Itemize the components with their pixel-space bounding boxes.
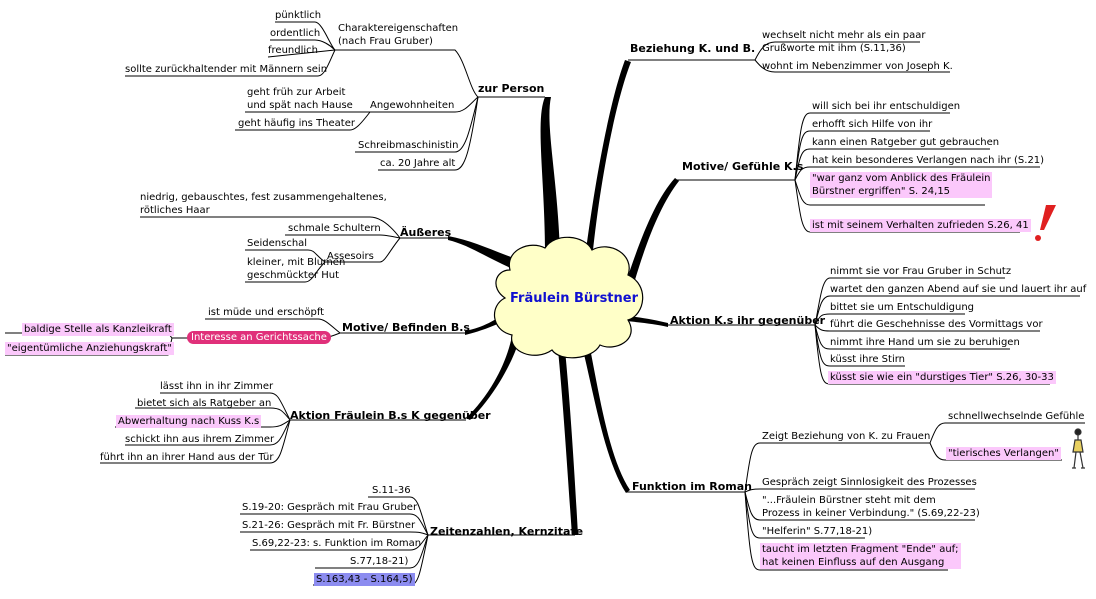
- list-item: "...Fräulein Bürstner steht mit dem Proz…: [762, 495, 980, 519]
- list-item: pünktlich: [275, 10, 322, 21]
- charakter-label: Charaktereigenschaften (nach Frau Gruber…: [338, 23, 459, 47]
- list-item: freundlich: [268, 45, 318, 56]
- list-item: hat kein besonderes Verlangen nach ihr (…: [812, 155, 1045, 166]
- list-item: nimmt sie vor Frau Gruber in Schutz: [830, 266, 1012, 277]
- list-item: lässt ihn in ihr Zimmer: [160, 381, 274, 392]
- list-item: wechselt nicht mehr als ein paar Grußwor…: [762, 30, 926, 54]
- list-item: sollte zurückhaltender mit Männern sein: [125, 64, 328, 75]
- list-item: S.69,22-23: s. Funktion im Roman: [252, 538, 422, 549]
- branch-motive-k: [625, 178, 679, 290]
- list-item: Schreibmaschinistin: [358, 140, 459, 151]
- list-item: will sich bei ihr entschuldigen: [812, 101, 961, 112]
- list-item: schnellwechselnde Gefühle: [948, 411, 1085, 422]
- list-item: niedrig, gebauschtes, fest zusammengehal…: [140, 192, 387, 216]
- assesoirs-label: Assesoirs: [327, 251, 374, 262]
- branch-beziehung: [585, 60, 631, 260]
- list-item: S.19-20: Gespräch mit Frau Gruber: [242, 502, 418, 513]
- list-item: S.77,18-21): [350, 556, 409, 567]
- list-item: Gespräch zeigt Sinnlosigkeit des Prozess…: [762, 477, 977, 488]
- list-item: geht früh zur Arbeit und spät nach Hause: [247, 87, 353, 111]
- list-item: ca. 20 Jahre alt: [380, 158, 456, 169]
- branch-label-zur-person: zur Person: [478, 82, 545, 95]
- list-item-highlight: baldige Stelle als Kanzleikraft: [22, 323, 174, 336]
- branch-label-aktion-k: Aktion K.s ihr gegenüber: [670, 314, 826, 327]
- list-item-highlight: "eigentümliche Anziehungskraft": [5, 342, 174, 355]
- list-item: kann einen Ratgeber gut gebrauchen: [812, 137, 1000, 148]
- list-item-highlight: "tierisches Verlangen": [946, 447, 1061, 460]
- list-item: bietet sich als Ratgeber an: [137, 398, 272, 409]
- list-item-highlight: Interesse an Gerichtssache: [187, 331, 331, 344]
- branch-funktion: [583, 348, 630, 493]
- list-item-highlight: taucht im letzten Fragment "Ende" auf; h…: [760, 543, 961, 569]
- list-item: erhofft sich Hilfe von ihr: [812, 119, 933, 130]
- branch-aeusseres: [448, 236, 525, 272]
- branch-label-beziehung: Beziehung K. und B.: [630, 42, 756, 55]
- list-item-highlight: Abwerhaltung nach Kuss K.s: [116, 415, 262, 428]
- branch-label-aeusseres: Äußeres: [400, 226, 452, 239]
- list-item: führt die Geschehnisse des Vormittags vo…: [830, 319, 1043, 330]
- list-item: Seidenschal: [247, 238, 308, 249]
- branch-aktion-fb: [466, 336, 520, 420]
- list-item: schickt ihn aus ihrem Zimmer: [125, 434, 275, 445]
- list-item-highlight: küsst sie wie ein "durstiges Tier" S.26,…: [828, 371, 1056, 384]
- gewohnheiten-label: Angewohnheiten: [370, 100, 455, 111]
- center-title: Fräulein Bürstner: [510, 291, 639, 306]
- center-cloud: [493, 236, 644, 359]
- list-item: ordentlich: [270, 28, 321, 39]
- list-item: schmale Schultern: [288, 223, 381, 234]
- list-item: S.21-26: Gespräch mit Fr. Bürstner: [242, 520, 416, 531]
- branch-aktion-k: [626, 316, 668, 327]
- list-item: kleiner, mit Blumen geschmückter Hut: [247, 257, 346, 281]
- branch-label-aktion-fb: Aktion Fräulein B.s K gegenüber: [290, 409, 491, 422]
- list-item: wartet den ganzen Abend auf sie und laue…: [830, 284, 1087, 295]
- branch-label-zeitenzahlen: Zeitenzahlen, Kernzitate: [430, 525, 584, 538]
- branch-label-funktion: Funktion im Roman: [632, 480, 752, 493]
- list-item: "Helferin" S.77,18-21): [762, 526, 873, 537]
- branch-zeitenzahlen: [558, 350, 578, 535]
- woman-figure-icon: [1072, 428, 1085, 469]
- list-item: S.11-36: [372, 485, 411, 496]
- branch-label-motive-befinden: Motive/ Befinden B.s: [342, 321, 470, 334]
- list-item: bittet sie um Entschuldigung: [830, 302, 975, 313]
- list-item-highlight: "war ganz vom Anblick des Fräulein Bürst…: [810, 172, 993, 198]
- list-item: führt ihn an ihrer Hand aus der Tür: [100, 452, 274, 463]
- list-item: nimmt ihre Hand um sie zu beruhigen: [830, 337, 1020, 348]
- list-item-highlight: S.163,43 - S.164,5): [314, 573, 415, 586]
- branch-motive-befinden: [465, 310, 512, 335]
- list-item: geht häufig ins Theater: [238, 118, 355, 129]
- branch-zur-person: [540, 97, 560, 255]
- list-item: küsst ihre Stirn: [830, 354, 905, 365]
- exclamation-icon: [1035, 205, 1056, 241]
- list-item-highlight: ist mit seinem Verhalten zufrieden S.26,…: [810, 219, 1031, 232]
- list-item: ist müde und erschöpft: [208, 307, 325, 318]
- zeigt-label: Zeigt Beziehung von K. zu Frauen: [762, 431, 931, 442]
- list-item: wohnt im Nebenzimmer von Joseph K.: [762, 61, 953, 72]
- branch-label-motive-k: Motive/ Gefühle K.s: [682, 160, 804, 173]
